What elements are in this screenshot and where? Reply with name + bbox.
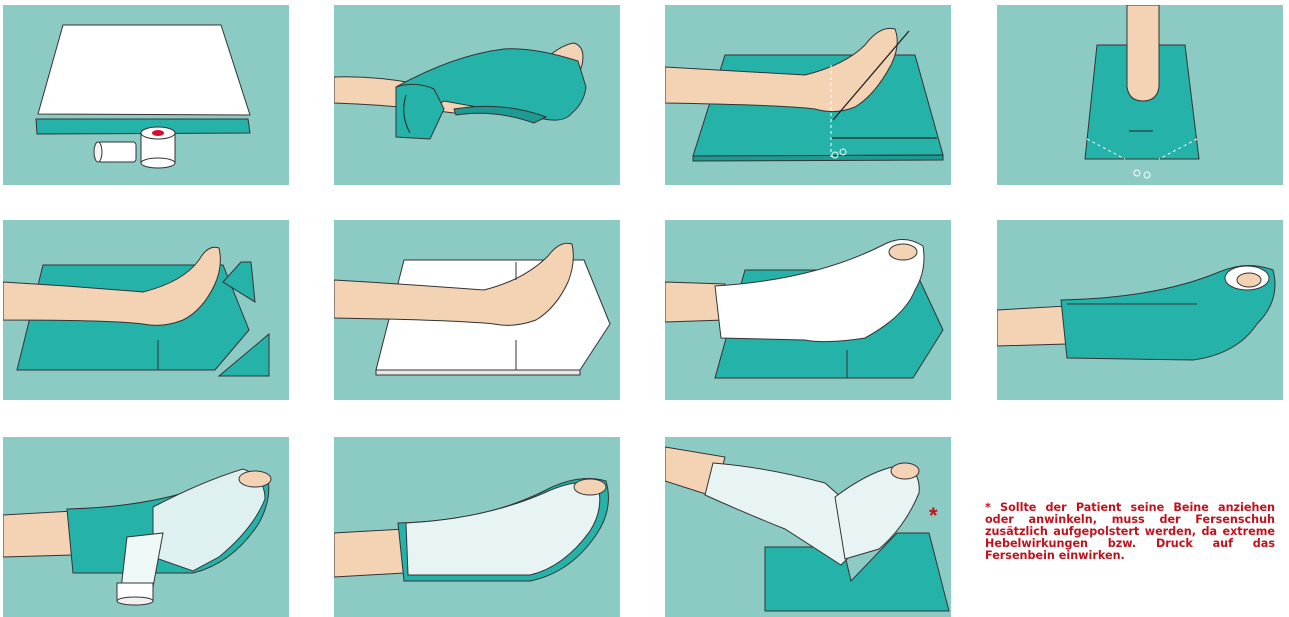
toes-opening (239, 471, 271, 487)
bandage-roll-icon (117, 583, 153, 605)
toes-opening (889, 244, 917, 260)
step-panel-10 (334, 437, 620, 617)
toes-opening (574, 479, 606, 495)
step-panel-9 (3, 437, 289, 617)
step-panel-11: * (665, 437, 951, 617)
tape-roll-icon (141, 127, 175, 168)
footnote: * Sollte der Patient seine Beine anziehe… (985, 502, 1275, 562)
leg (334, 529, 404, 577)
step-panel-5 (3, 220, 289, 400)
step-panel-2 (334, 5, 620, 185)
step-panel-3 (665, 5, 951, 185)
step-panel-1 (3, 5, 289, 185)
toes-opening (891, 463, 919, 479)
step-panel-6 (334, 220, 620, 400)
asterisk-marker: * (929, 503, 938, 528)
footnote-text: * Sollte der Patient seine Beine anziehe… (985, 501, 1275, 562)
step-panel-8 (997, 220, 1283, 400)
white-padding-sheet (38, 25, 250, 115)
cotton-roll-icon (94, 142, 136, 162)
bandage-strip (121, 533, 163, 589)
leg (997, 306, 1067, 346)
foot-top-view (1127, 5, 1159, 101)
scissors-icon (1134, 170, 1150, 178)
step-panel-7 (665, 220, 951, 400)
step-panel-4 (997, 5, 1283, 185)
leg (3, 511, 73, 557)
